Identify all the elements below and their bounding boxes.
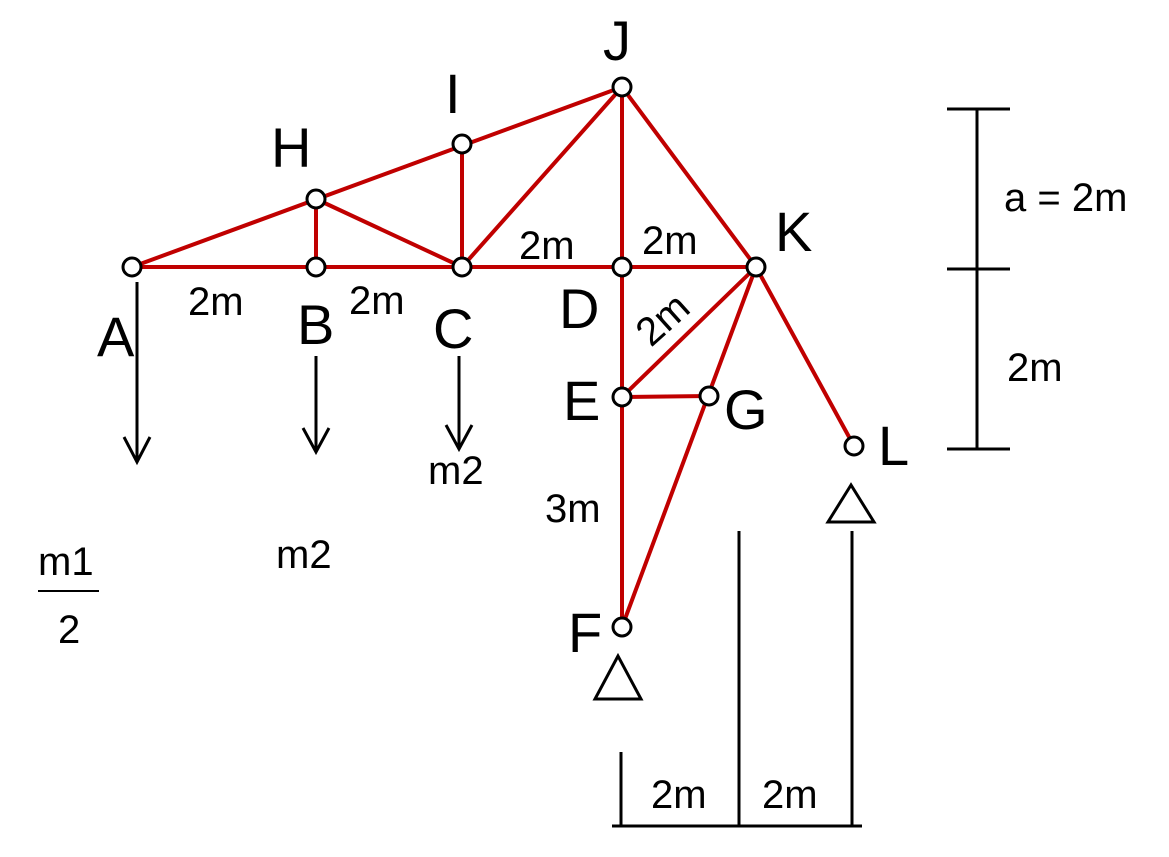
support-f-icon — [592, 652, 644, 701]
label-c: C — [433, 297, 473, 360]
dim-label-right-top: a = 2m — [1004, 176, 1127, 220]
joint-i — [451, 133, 473, 155]
member-e-g — [620, 394, 711, 399]
truss-members — [130, 85, 856, 629]
load-label-a-numerator: m1 — [38, 540, 94, 584]
support-l-icon — [825, 482, 877, 524]
dim-label-cd: 2m — [519, 224, 575, 268]
member-a-j — [130, 85, 624, 269]
joint-l — [843, 435, 865, 457]
label-k: K — [775, 200, 812, 263]
member-k-l — [754, 265, 856, 448]
label-g: G — [724, 378, 768, 441]
joint-k — [745, 256, 767, 278]
load-arrows — [122, 282, 474, 466]
dim-label-bottom-left: 2m — [651, 773, 707, 817]
label-h: H — [271, 116, 311, 179]
dim-label-right-bottom: 2m — [1007, 346, 1063, 390]
label-d: D — [559, 277, 599, 340]
label-a: A — [97, 305, 135, 368]
member-h-c — [314, 197, 464, 269]
dim-label-bc: 2m — [349, 279, 405, 323]
member-j-k — [620, 85, 758, 269]
supports — [592, 482, 877, 701]
label-b: B — [297, 293, 334, 356]
load-arrow-b-icon — [301, 356, 331, 456]
member-c-j — [460, 85, 624, 269]
member-k-f — [620, 265, 758, 629]
node-labels: A B C D E F G H I J K L — [97, 9, 909, 664]
load-arrow-c-icon — [444, 356, 474, 453]
label-l: L — [878, 414, 909, 477]
joint-h — [305, 188, 327, 210]
load-arrow-a-icon — [122, 282, 152, 466]
label-f: F — [568, 601, 602, 664]
joint-b — [305, 256, 327, 278]
dim-label-ab: 2m — [188, 280, 244, 324]
dim-label-dk-diagonal: 2m — [628, 285, 699, 355]
load-labels: m2 m2 m1 2 — [38, 449, 484, 652]
label-e: E — [563, 369, 600, 432]
dim-label-ef: 3m — [545, 487, 601, 531]
dimension-lines — [38, 107, 1010, 828]
dim-label-dk: 2m — [642, 219, 698, 263]
label-i: I — [445, 62, 461, 125]
label-j: J — [603, 9, 631, 72]
joint-f — [611, 616, 633, 638]
load-label-b: m2 — [276, 533, 332, 577]
joint-e — [611, 386, 633, 408]
dim-label-bottom-right: 2m — [762, 773, 818, 817]
load-label-a-denominator: 2 — [58, 608, 80, 652]
load-label-c: m2 — [428, 449, 484, 493]
joint-g — [698, 385, 720, 407]
member-k-e — [620, 265, 758, 399]
dimension-labels: 2m 2m 2m 2m 2m 3m 2m 2m a = 2m 2m — [188, 176, 1127, 817]
truss-joints — [121, 76, 865, 638]
joint-j — [611, 76, 633, 98]
joint-d — [611, 256, 633, 278]
joint-c — [451, 256, 473, 278]
joint-a — [121, 256, 143, 278]
